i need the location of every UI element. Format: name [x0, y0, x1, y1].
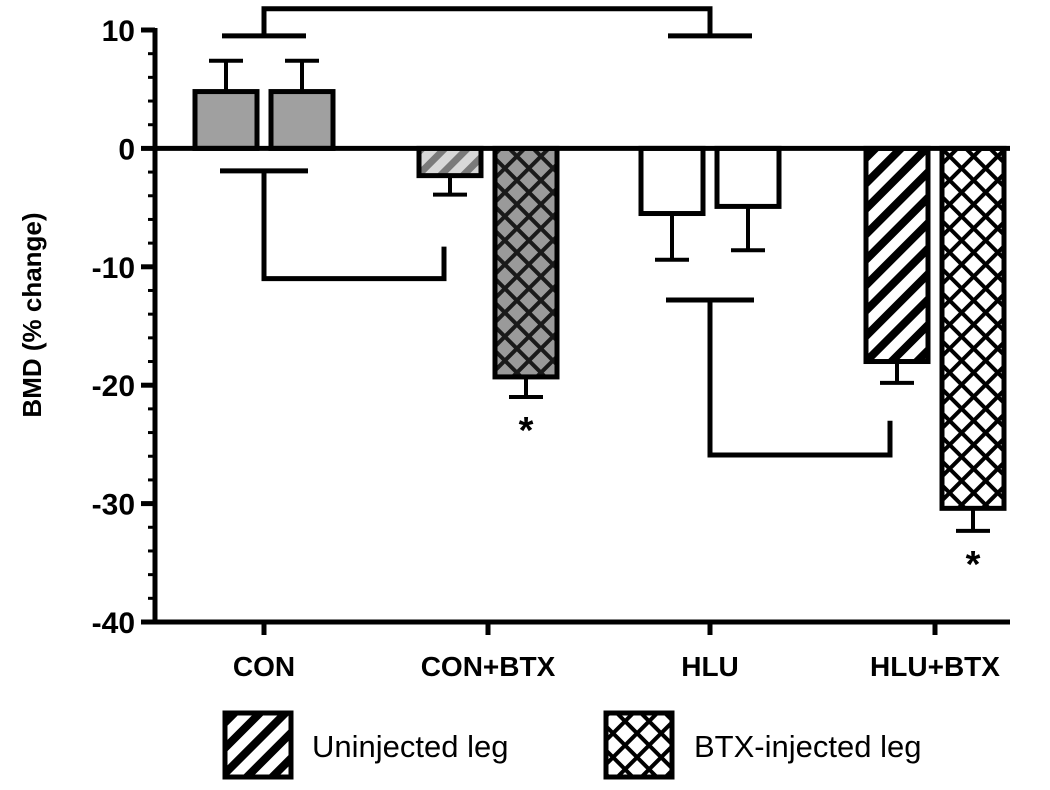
bar-con-btx: [268, 89, 336, 151]
bar-con-btx-uninjected: [416, 145, 484, 179]
error-bars: [209, 58, 990, 533]
axes: [152, 28, 1010, 625]
y-axis-title: BMD (% change): [17, 212, 47, 417]
x-category-label: CON+BTX: [421, 651, 556, 682]
bracket-top: [222, 6, 752, 39]
y-tick-label: -20: [92, 370, 135, 403]
bar-hlu-btx-btx: [939, 145, 1007, 511]
significance-star: *: [519, 410, 534, 452]
legend-swatch-hatch: [222, 710, 294, 780]
y-tick-label: -10: [92, 252, 135, 285]
y-tick-label: 0: [118, 133, 135, 166]
comparison-brackets: [220, 6, 893, 458]
y-ticks: 10 0 -10 -20 -30 -40: [92, 15, 155, 640]
bracket-con-conbtx: [220, 168, 447, 282]
bar-con-btx-btx: [492, 145, 560, 380]
legend-label: Uninjected leg: [312, 729, 508, 764]
bar-hlu-uninjected: [638, 145, 706, 217]
bar-hlu-btx: [714, 145, 782, 209]
y-tick-label: -30: [92, 489, 135, 522]
x-category-label: CON: [233, 651, 295, 682]
bars: [192, 89, 1007, 511]
bar-con-uninjected: [192, 89, 260, 151]
x-categories: CON CON+BTX HLU HLU+BTX: [233, 622, 1000, 682]
legend-swatch-crosshatch: [603, 710, 675, 780]
bracket-hlu-hlubtx: [666, 297, 893, 458]
y-tick-label: 10: [102, 15, 135, 48]
significance-star: *: [966, 544, 981, 586]
legend: Uninjected leg BTX-injected leg: [222, 710, 921, 780]
legend-label: BTX-injected leg: [694, 729, 921, 764]
y-tick-label: -40: [92, 607, 135, 640]
bar-hlu-btx-uninjected: [863, 145, 931, 365]
x-category-label: HLU: [681, 651, 739, 682]
x-category-label: HLU+BTX: [870, 651, 1000, 682]
significance-marks: **: [519, 410, 981, 586]
